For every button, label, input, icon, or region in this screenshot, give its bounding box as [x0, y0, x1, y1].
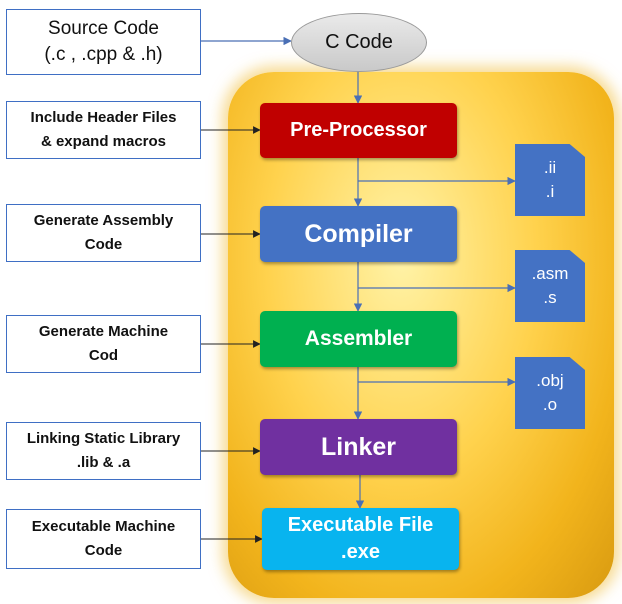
linker-label: Linker — [320, 432, 397, 461]
object-ext-2: .o — [542, 395, 558, 414]
note-compiler-line2: Code — [84, 236, 123, 253]
note-compiler: Generate Assembly Code — [6, 204, 201, 262]
compiler-label: Compiler — [304, 219, 413, 248]
note-linker: Linking Static Library .lib & .a — [6, 422, 201, 480]
note-linker-line1: Linking Static Library — [26, 430, 181, 447]
assembly-ext-2: .s — [543, 288, 557, 307]
executable-file-stage: Executable File .exe — [262, 508, 459, 570]
c-code-label: C Code — [325, 31, 393, 53]
c-code-node: C Code — [291, 13, 427, 72]
note-preprocessor-line1: Include Header Files — [30, 109, 177, 126]
assembler-label: Assembler — [304, 327, 413, 350]
source-code-title: Source Code — [48, 18, 159, 39]
note-compiler-line1: Generate Assembly — [33, 212, 174, 229]
note-executable-line1: Executable Machine — [31, 518, 176, 535]
note-executable-line2: Code — [84, 542, 123, 559]
preprocessed-file-icon: .ii .i — [515, 144, 585, 216]
note-preprocessor-line2: & expand macros — [40, 133, 167, 150]
object-ext-1: .obj — [536, 371, 564, 390]
assembler-stage: Assembler — [260, 311, 457, 367]
preprocessed-ext-1: .ii — [543, 158, 557, 177]
note-assembler-line2: Cod — [88, 347, 119, 364]
preprocessor-stage: Pre-Processor — [260, 103, 457, 158]
assembly-file-icon: .asm .s — [515, 250, 585, 322]
linker-stage: Linker — [260, 419, 457, 475]
note-executable: Executable Machine Code — [6, 509, 201, 569]
compiler-stage: Compiler — [260, 206, 457, 262]
executable-file-label: Executable File — [287, 514, 434, 536]
note-linker-line2: .lib & .a — [76, 454, 131, 471]
source-code-extensions: (.c , .cpp & .h) — [44, 44, 163, 65]
source-code-box: Source Code (.c , .cpp & .h) — [6, 9, 201, 75]
executable-file-extension: .exe — [341, 541, 380, 563]
note-preprocessor: Include Header Files & expand macros — [6, 101, 201, 159]
preprocessed-ext-2: .i — [545, 182, 555, 201]
note-assembler: Generate Machine Cod — [6, 315, 201, 373]
assembly-ext-1: .asm — [531, 264, 569, 283]
note-assembler-line1: Generate Machine — [38, 323, 169, 340]
preprocessor-label: Pre-Processor — [290, 119, 427, 141]
object-file-icon: .obj .o — [515, 357, 585, 429]
